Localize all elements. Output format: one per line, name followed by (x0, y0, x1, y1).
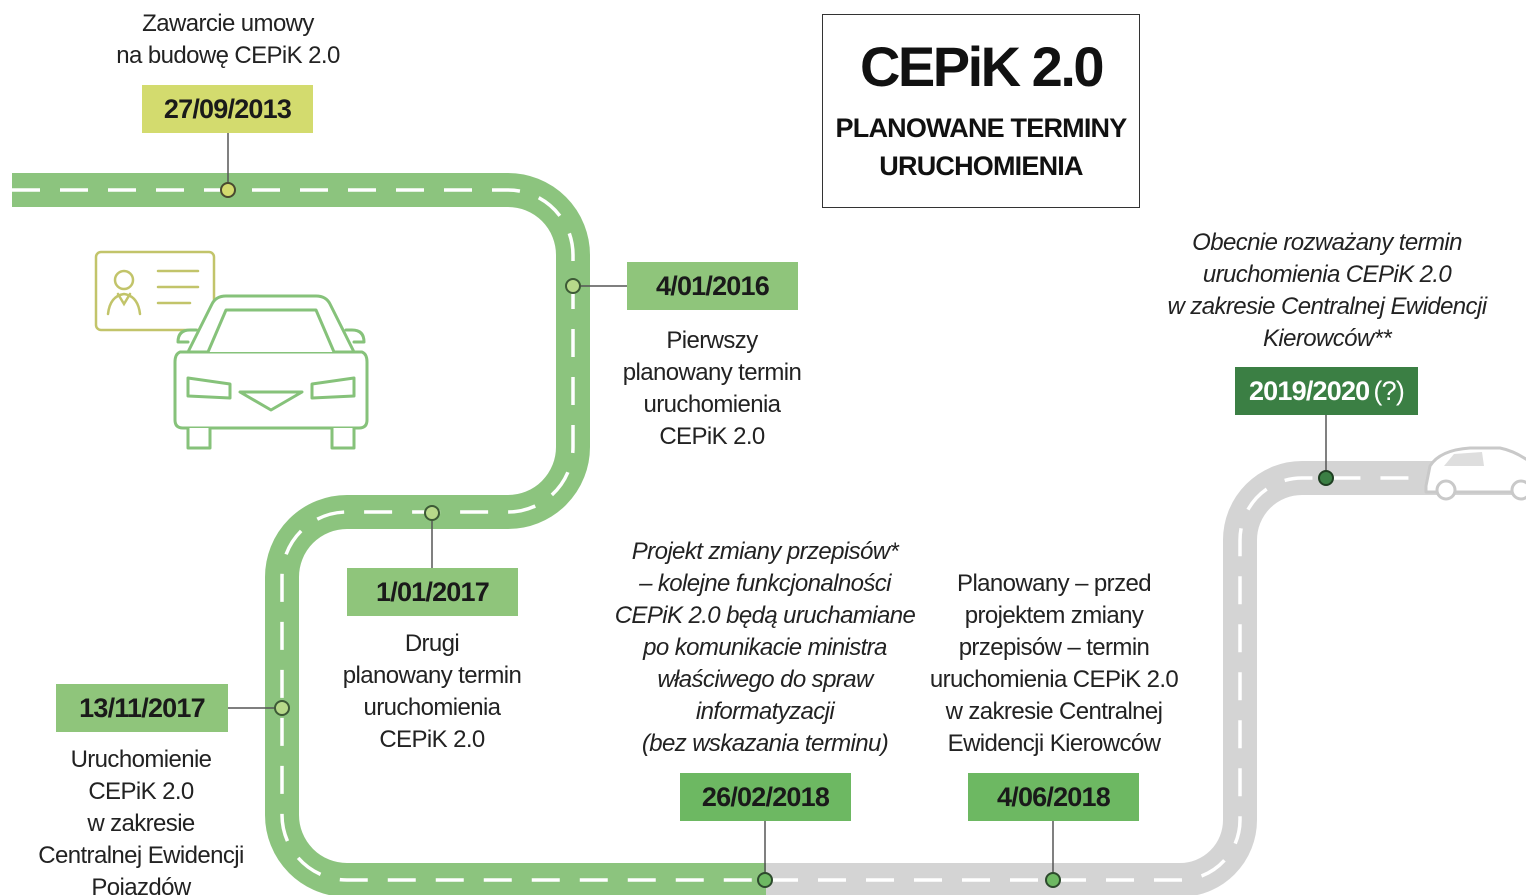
car-front-icon (173, 294, 369, 450)
dot-vehicles (274, 700, 290, 716)
dot-contract (220, 182, 236, 198)
date-box-vehicles: 13/11/2017 (56, 684, 228, 732)
dot-planned (1045, 872, 1061, 888)
date-current: 2019/2020 (1248, 375, 1370, 406)
driver-license-card-icon (94, 250, 216, 332)
milestone-dots (220, 182, 1334, 888)
dot-draft (757, 872, 773, 888)
caption-vehicles: Uruchomienie CEPiK 2.0 w zakresie Centra… (38, 746, 244, 895)
connector-lines (227, 133, 1327, 880)
car-side-icon (1424, 446, 1526, 501)
caption-current: Obecnie rozważany termin uruchomienia CE… (1167, 229, 1487, 352)
date-box-second: 1/01/2017 (347, 568, 518, 616)
page-subtitle: PLANOWANE TERMINY URUCHOMIENIA (835, 113, 1128, 181)
date-box-planned: 4/06/2018 (968, 773, 1139, 821)
title-box: CEPiK 2.0 PLANOWANE TERMINY URUCHOMIENIA (822, 14, 1140, 208)
date-box-first: 4/01/2016 (627, 262, 798, 310)
date-box-current: 2019/2020 (?) (1235, 367, 1418, 415)
caption-draft: Projekt zmiany przepisów* – kolejne funk… (614, 538, 916, 757)
date-box-contract: 27/09/2013 (142, 85, 313, 133)
caption-contract: Zawarcie umowy na budowę CEPiK 2.0 (116, 10, 340, 69)
caption-planned: Planowany – przed projektem zmiany przep… (929, 570, 1179, 757)
dot-second (424, 505, 440, 521)
caption-first: Pierwszy planowany termin uruchomienia C… (622, 327, 802, 450)
dot-first (565, 278, 581, 294)
road-gray (766, 461, 1526, 895)
caption-second: Drugi planowany termin uruchomienia CEPi… (342, 630, 522, 753)
dot-current (1318, 470, 1334, 486)
date-box-draft: 26/02/2018 (680, 773, 851, 821)
page-title: CEPiK 2.0 (859, 35, 1105, 98)
date-current-suffix: (?) (1373, 375, 1405, 406)
